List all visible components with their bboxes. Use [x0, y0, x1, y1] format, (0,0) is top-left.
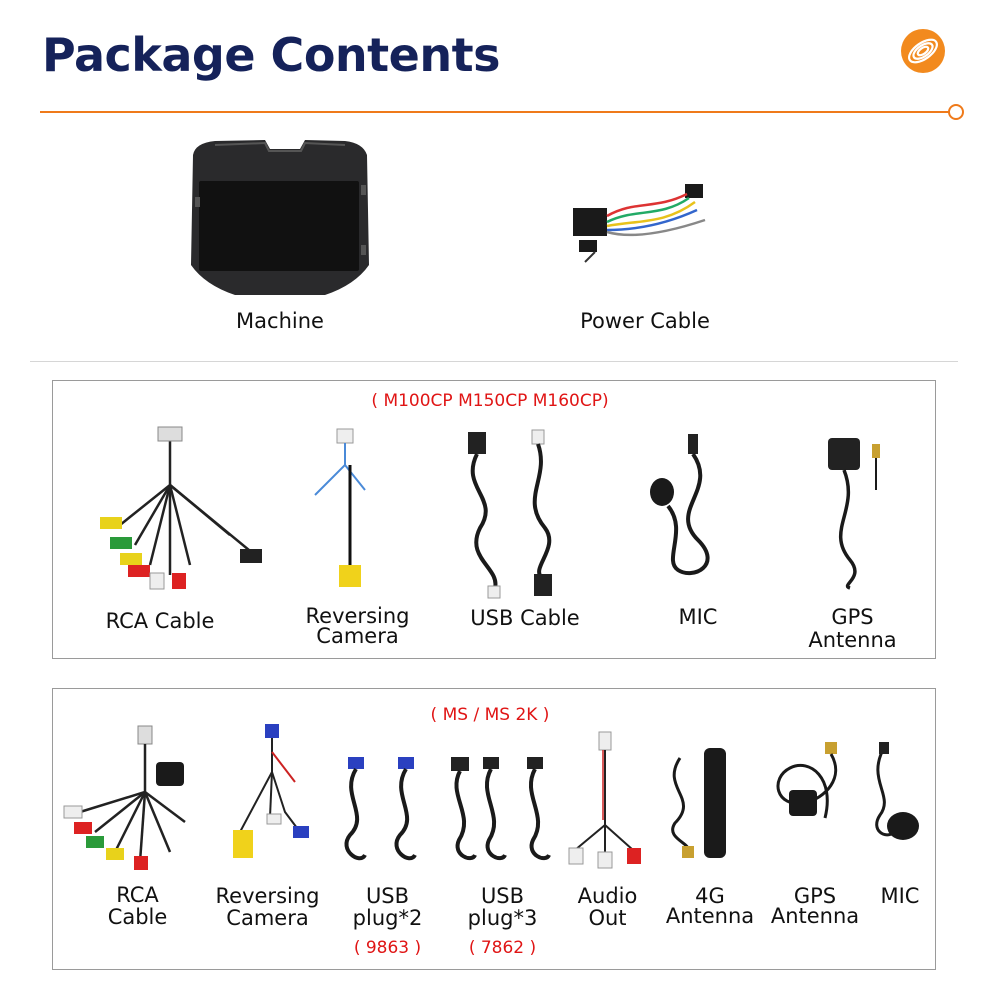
- machine-label: Machine: [236, 309, 324, 333]
- reversing-camera-label-1: Reversing: [305, 604, 410, 628]
- ms-mic-label: MIC: [880, 884, 920, 908]
- 4g-antenna-label-1: 4G: [695, 884, 725, 908]
- rca-cable-label: RCA Cable: [105, 609, 215, 633]
- ms-rca-cable-label-2: Cable: [107, 905, 168, 929]
- usb-cable-image: [468, 429, 552, 599]
- reversing-camera-cable-image: [314, 428, 366, 587]
- section-m100cp-title: ( M100CP M150CP M160CP): [371, 391, 609, 411]
- usb-plug-3-label-2: plug*3: [467, 906, 538, 930]
- ms-mic-image: [875, 742, 919, 840]
- mic-label: MIC: [678, 605, 718, 629]
- 4g-antenna-label-2: Antenna: [665, 904, 755, 928]
- usb-plug-2-label-2: plug*2: [352, 906, 423, 930]
- ms-reversing-camera-label-2: Camera: [226, 906, 309, 930]
- section-ms-title: ( MS / MS 2K ): [430, 705, 550, 725]
- usb-plug-2-label-1: USB: [365, 884, 410, 908]
- head-unit-image: [191, 140, 369, 295]
- header-rule: [40, 111, 952, 113]
- page-title: Package Contents: [42, 28, 500, 82]
- gps-antenna-image: [828, 438, 880, 590]
- usb-plug-3-code: ( 7862 ): [468, 938, 537, 958]
- usb-plug-2-image: [344, 757, 417, 861]
- usb-plug-3-image: [451, 757, 551, 861]
- usb-cable-label: USB Cable: [470, 606, 580, 630]
- ms-gps-antenna-image: [776, 742, 838, 819]
- section-divider: [30, 361, 958, 362]
- usb-plug-3-label-1: USB: [480, 884, 525, 908]
- mic-image: [650, 434, 710, 576]
- power-cable-label: Power Cable: [580, 309, 710, 333]
- brand-logo-icon: [901, 29, 945, 73]
- section-m100cp-box: [52, 380, 936, 659]
- reversing-camera-label-2: Camera: [316, 624, 399, 648]
- ms-reversing-camera-image: [233, 724, 309, 858]
- audio-out-image: [568, 731, 641, 869]
- ms-rca-cable-label-1: RCA: [116, 883, 159, 907]
- power-cable-image: [573, 184, 706, 263]
- 4g-antenna-image: [671, 748, 726, 858]
- gps-antenna-label-1: GPS: [831, 605, 874, 629]
- audio-out-label-2: Out: [588, 906, 627, 930]
- ms-gps-antenna-label-2: Antenna: [770, 904, 860, 928]
- ms-reversing-camera-label-1: Reversing: [215, 884, 320, 908]
- header-rule-dot: [948, 104, 964, 120]
- gps-antenna-label-2: Antenna: [808, 628, 897, 652]
- ms-rca-cable-image: [63, 725, 186, 870]
- rca-cable-image: [100, 426, 262, 590]
- usb-plug-2-code: ( 9863 ): [353, 938, 422, 958]
- ms-gps-antenna-label-1: GPS: [793, 884, 837, 908]
- audio-out-label-1: Audio: [577, 884, 638, 908]
